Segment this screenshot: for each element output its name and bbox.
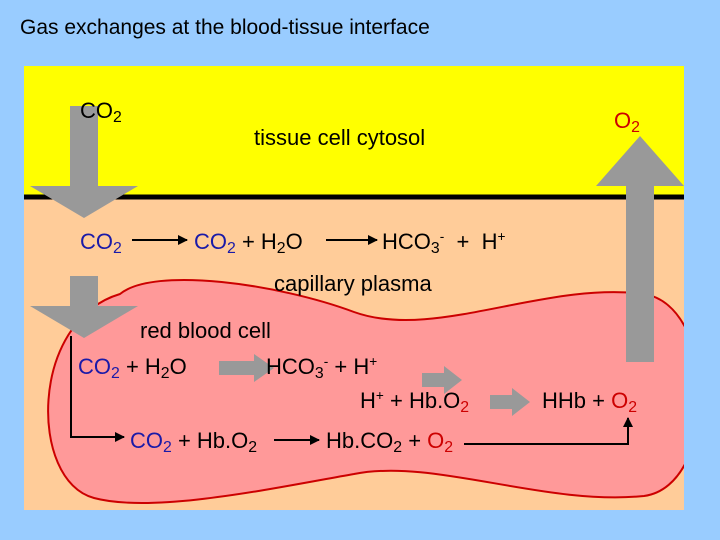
co2-h2o-rbc: CO2 + H2O	[78, 354, 187, 382]
co2-plasma-label: CO2	[80, 229, 122, 257]
co2-co: CO	[80, 98, 113, 123]
co2-entry-arrow	[30, 106, 138, 218]
co2-co: CO	[80, 229, 113, 254]
proton-h: H	[481, 229, 498, 254]
hbo2-hbo: + Hb.O	[389, 388, 461, 413]
cytosol-region	[24, 66, 684, 196]
hbco2-o2: Hb.CO2 + O2	[326, 428, 453, 456]
proton-h: H	[353, 354, 370, 379]
co2-hbo2: CO2 + Hb.O2	[130, 428, 257, 456]
proton-h: H	[360, 388, 376, 413]
hco3-charge: -	[323, 353, 329, 369]
bicarbonate-proton-rbc: HCO3- + H+	[266, 353, 378, 382]
proton-charge: +	[369, 353, 378, 369]
hco3-sub: 3	[430, 239, 440, 257]
h2o-sub: 2	[160, 364, 170, 382]
diagram-graphics	[24, 66, 684, 510]
page-title: Gas exchanges at the blood-tissue interf…	[20, 16, 430, 39]
o2-sub: 2	[628, 398, 638, 416]
co2-sub: 2	[113, 239, 122, 257]
o2-exit-arrow	[596, 136, 684, 362]
hco3-charge: -	[439, 228, 445, 244]
region-label-plasma: capillary plasma	[274, 271, 432, 296]
o2-cytosol-label: O2	[614, 108, 640, 136]
carbamino-path-line	[70, 336, 125, 442]
co2-co: CO	[194, 229, 227, 254]
proton-charge: +	[497, 228, 506, 244]
proton-charge: +	[375, 387, 384, 403]
hbco2-sub: 2	[393, 438, 403, 456]
hbco2-text: Hb.CO	[326, 428, 394, 453]
h2o-sub: 2	[276, 239, 286, 257]
hbo2-sub: 2	[460, 398, 470, 416]
hco3-hco: HCO	[382, 229, 431, 254]
plus-sign: +	[408, 428, 422, 453]
rbc-bicarbonate-arrow	[219, 354, 274, 382]
co2-into-cell-arrow	[30, 276, 138, 338]
hhb-text: HHb +	[542, 388, 605, 413]
o2-sub: 2	[444, 438, 454, 456]
hbo2-sub: 2	[248, 438, 258, 456]
bicarbonate-proton-plasma: HCO3- + H+	[382, 228, 506, 257]
rbc-oxygen-release-arrow	[490, 388, 530, 416]
co2-sub: 2	[111, 364, 120, 382]
co2-cytosol-label: CO2	[80, 98, 122, 126]
oxygen-return-path-line	[464, 417, 633, 445]
h2o-o: O	[169, 354, 187, 379]
plus-sign: +	[456, 229, 470, 254]
h2o-o: O	[285, 229, 303, 254]
hbo2-hbo: + Hb.O	[177, 428, 249, 453]
hhb-o2: HHb + O2	[542, 388, 637, 416]
rbc-proton-arrow	[422, 366, 462, 394]
plus-sign: +	[334, 354, 348, 379]
hco3-sub: 3	[314, 364, 324, 382]
co2-sub: 2	[227, 239, 236, 257]
o2-o: O	[611, 388, 629, 413]
region-label-cytosol: tissue cell cytosol	[254, 125, 426, 150]
proton-hbo2: H+ + Hb.O2	[360, 387, 469, 416]
o2-o: O	[614, 108, 632, 133]
co2-co: CO	[78, 354, 111, 379]
region-label-red-cell: red blood cell	[140, 318, 271, 343]
hco3-hco: HCO	[266, 354, 315, 379]
h2o-h: + H	[125, 354, 161, 379]
co2-sub: 2	[163, 438, 172, 456]
co2-sub: 2	[113, 108, 122, 126]
co2-co: CO	[130, 428, 163, 453]
co2-h2o-plasma: CO2 + H2O	[194, 229, 303, 257]
red-blood-cell-shape	[47, 279, 684, 505]
o2-sub: 2	[631, 118, 640, 136]
o2-o: O	[427, 428, 445, 453]
h2o-h: + H	[241, 229, 277, 254]
diagram-panel: CO2 tissue cell cytosol O2 CO2 CO2 + H2O…	[24, 66, 684, 510]
